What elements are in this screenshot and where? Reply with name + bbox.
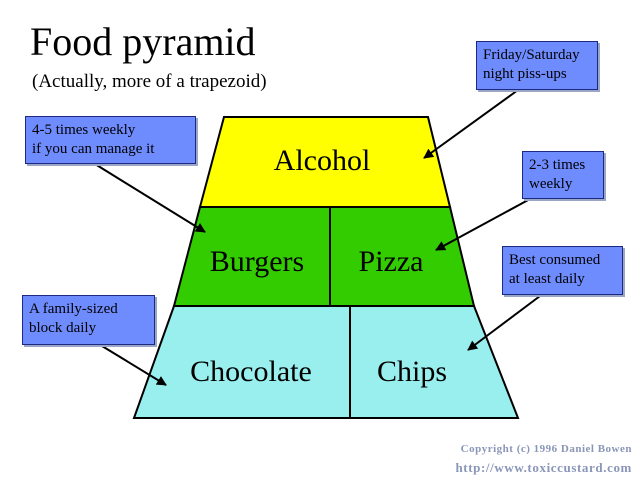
note-alcohol: Friday/Saturday night piss-ups [476,41,598,90]
arrow-chocolate [101,345,167,386]
tier-label-burgers: Burgers [210,245,304,278]
tier-label-chips: Chips [377,355,447,388]
copyright-text: Copyright (c) 1996 Daniel Bowen [460,443,632,455]
note-pizza: 2-3 times weekly [522,151,604,199]
arrow-alcohol [423,89,519,159]
diagram-title: Food pyramid [30,19,256,64]
tier-label-alcohol: Alcohol [274,144,371,177]
diagram-subtitle: (Actually, more of a trapezoid) [32,71,267,92]
note-chips: Best consumed at least daily [502,246,623,295]
note-chocolate: A family-sized block daily [22,295,155,345]
arrow-pizza [435,198,531,251]
arrow-burgers [94,163,206,233]
arrow-chips [467,295,541,351]
tier-label-chocolate: Chocolate [190,355,312,388]
website-url[interactable]: http://www.toxiccustard.com [455,460,632,475]
tier-label-pizza: Pizza [359,245,424,278]
tier-chocolate-chips [132,305,520,419]
note-burgers: 4-5 times weekly if you can manage it [25,116,196,164]
